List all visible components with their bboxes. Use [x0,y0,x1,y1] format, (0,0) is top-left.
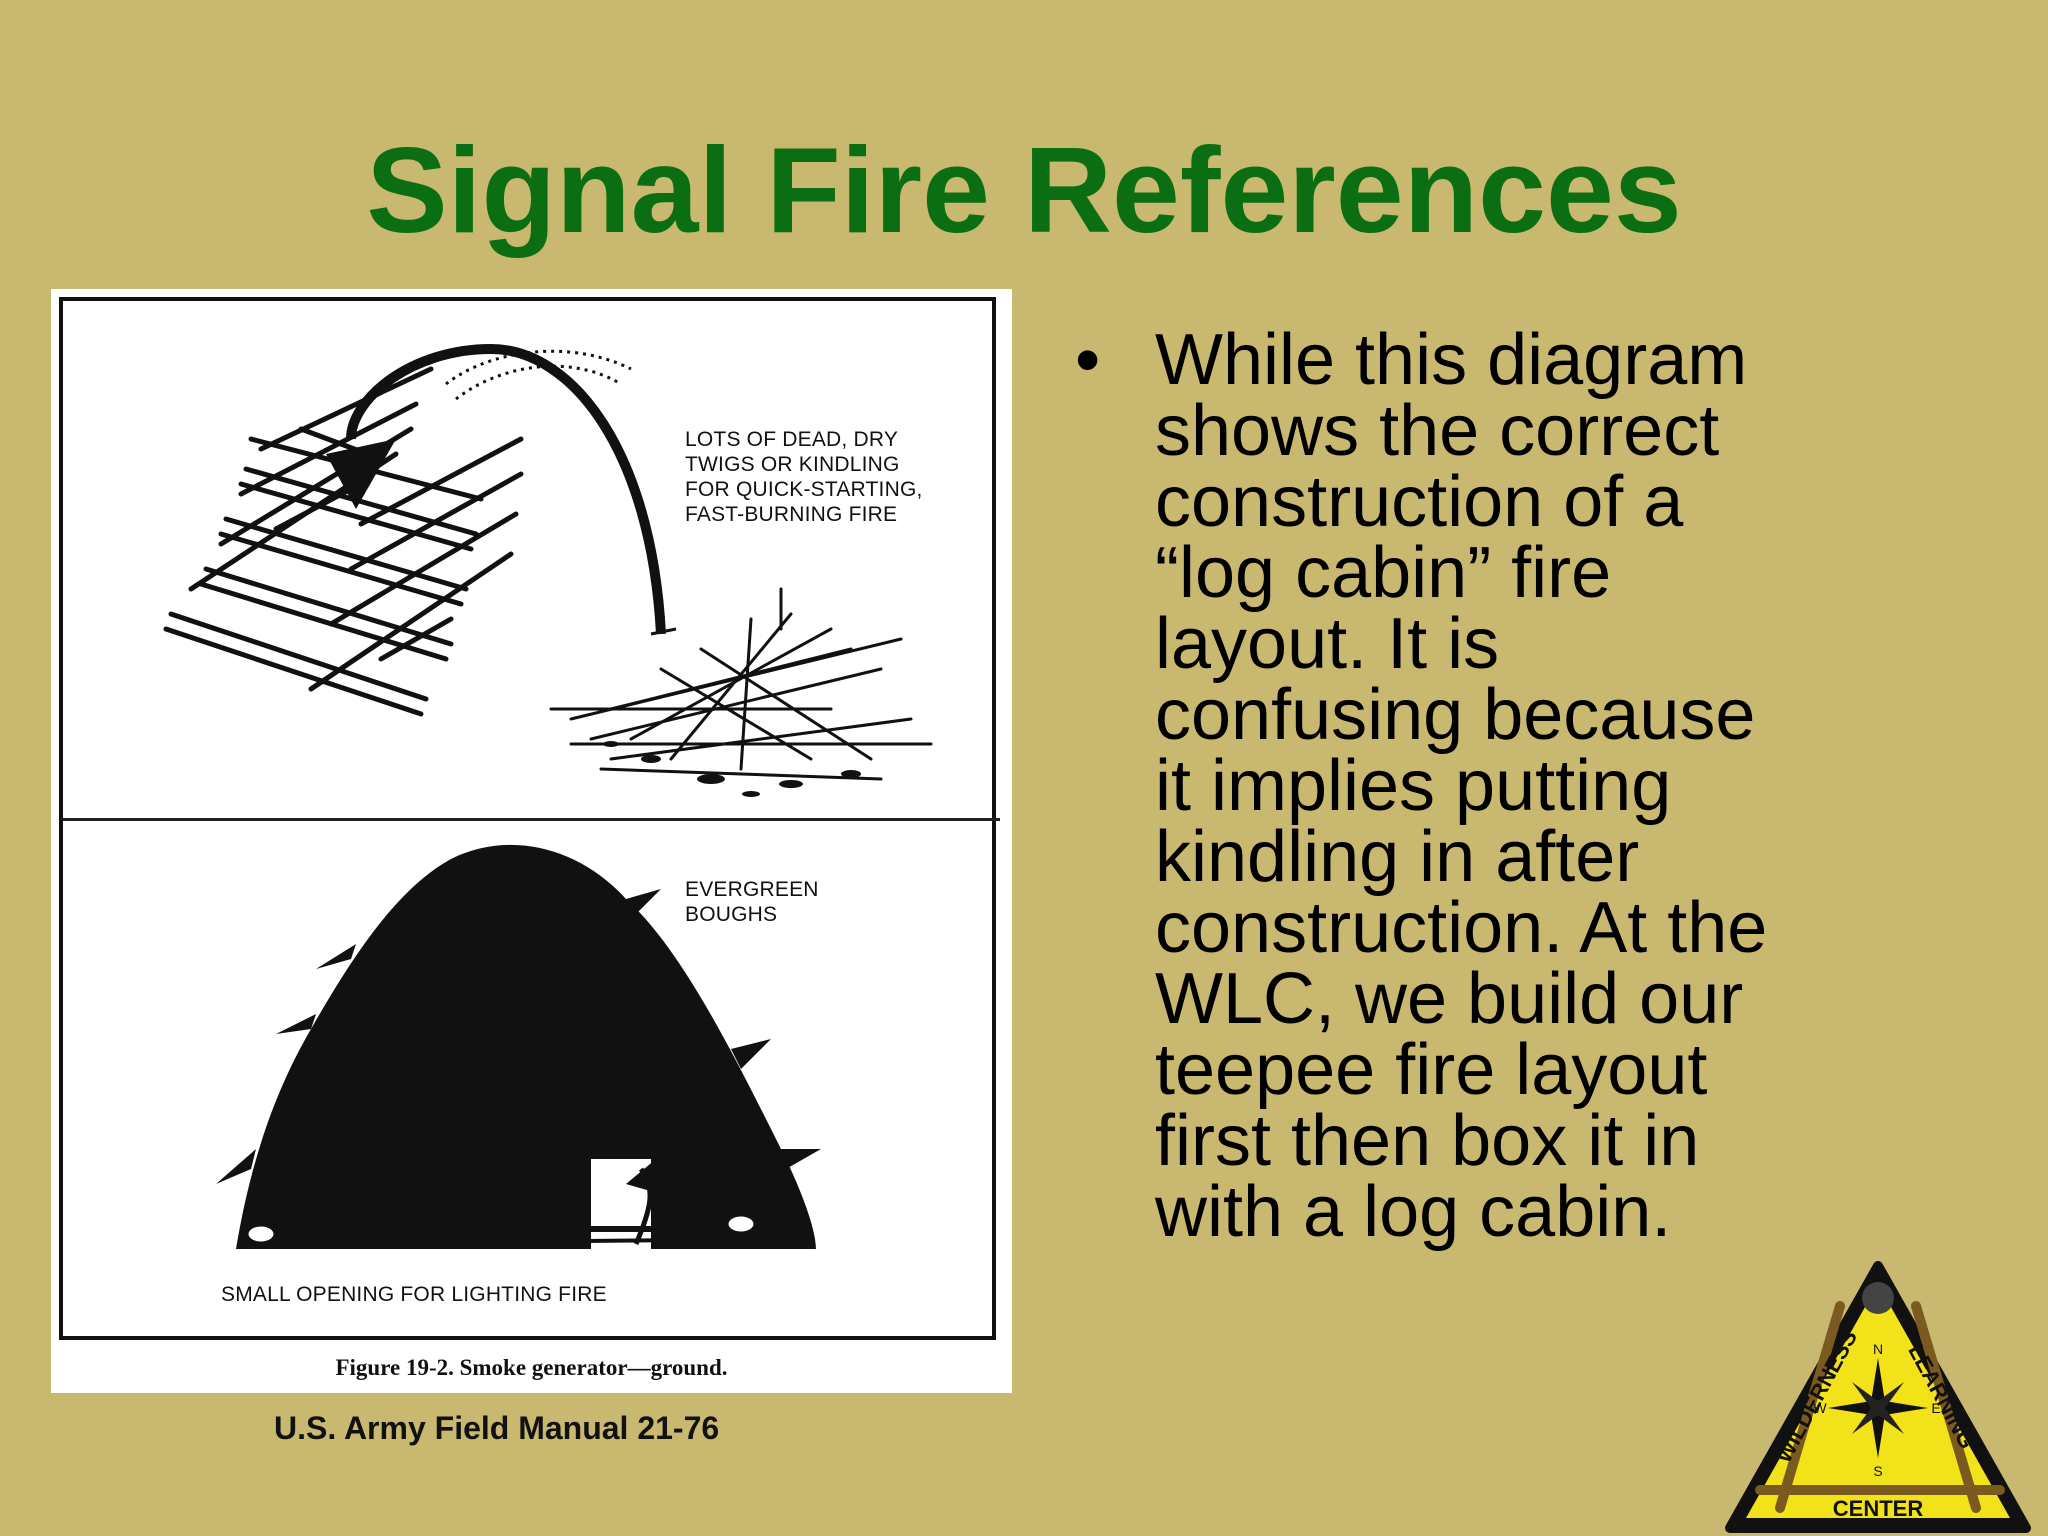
kindling-debris [603,741,861,797]
kindling-label: LOTS OF DEAD, DRY TWIGS OR KINDLING FOR … [685,428,923,526]
compass-icon: N E S W [1813,1341,1940,1479]
figure-divider [63,818,1000,821]
wilderness-learning-center-logo: N E S W WILDERNESS LEARNING CENTER [1725,1261,2031,1533]
diagram-figure: LOTS OF DEAD, DRY TWIGS OR KINDLING FOR … [51,289,1012,1393]
boughs-label: EVERGREEN BOUGHS [685,878,819,926]
kindling-pile-drawing [549,587,933,781]
compass-s: S [1873,1463,1882,1479]
figure-caption: Figure 19-2. Smoke generator—ground. [335,1355,728,1380]
bullet-text: While this diagram shows the correct con… [1155,320,1768,1252]
bullet-marker: • [1075,320,1101,400]
bough-pile-drawing [216,844,821,1249]
compass-n: N [1873,1341,1883,1357]
compass-w: W [1813,1400,1827,1416]
source-citation: U.S. Army Field Manual 21-76 [274,1410,720,1446]
opening-label: SMALL OPENING FOR LIGHTING FIRE [221,1283,607,1306]
log-cabin-drawing [163,366,524,717]
arch-arrow-drawing [326,343,677,636]
fire-illustration [163,343,933,1249]
logo-text-center: CENTER [1833,1496,1924,1521]
slide-title: Signal Fire References [366,122,1682,258]
compass-e: E [1931,1400,1940,1416]
